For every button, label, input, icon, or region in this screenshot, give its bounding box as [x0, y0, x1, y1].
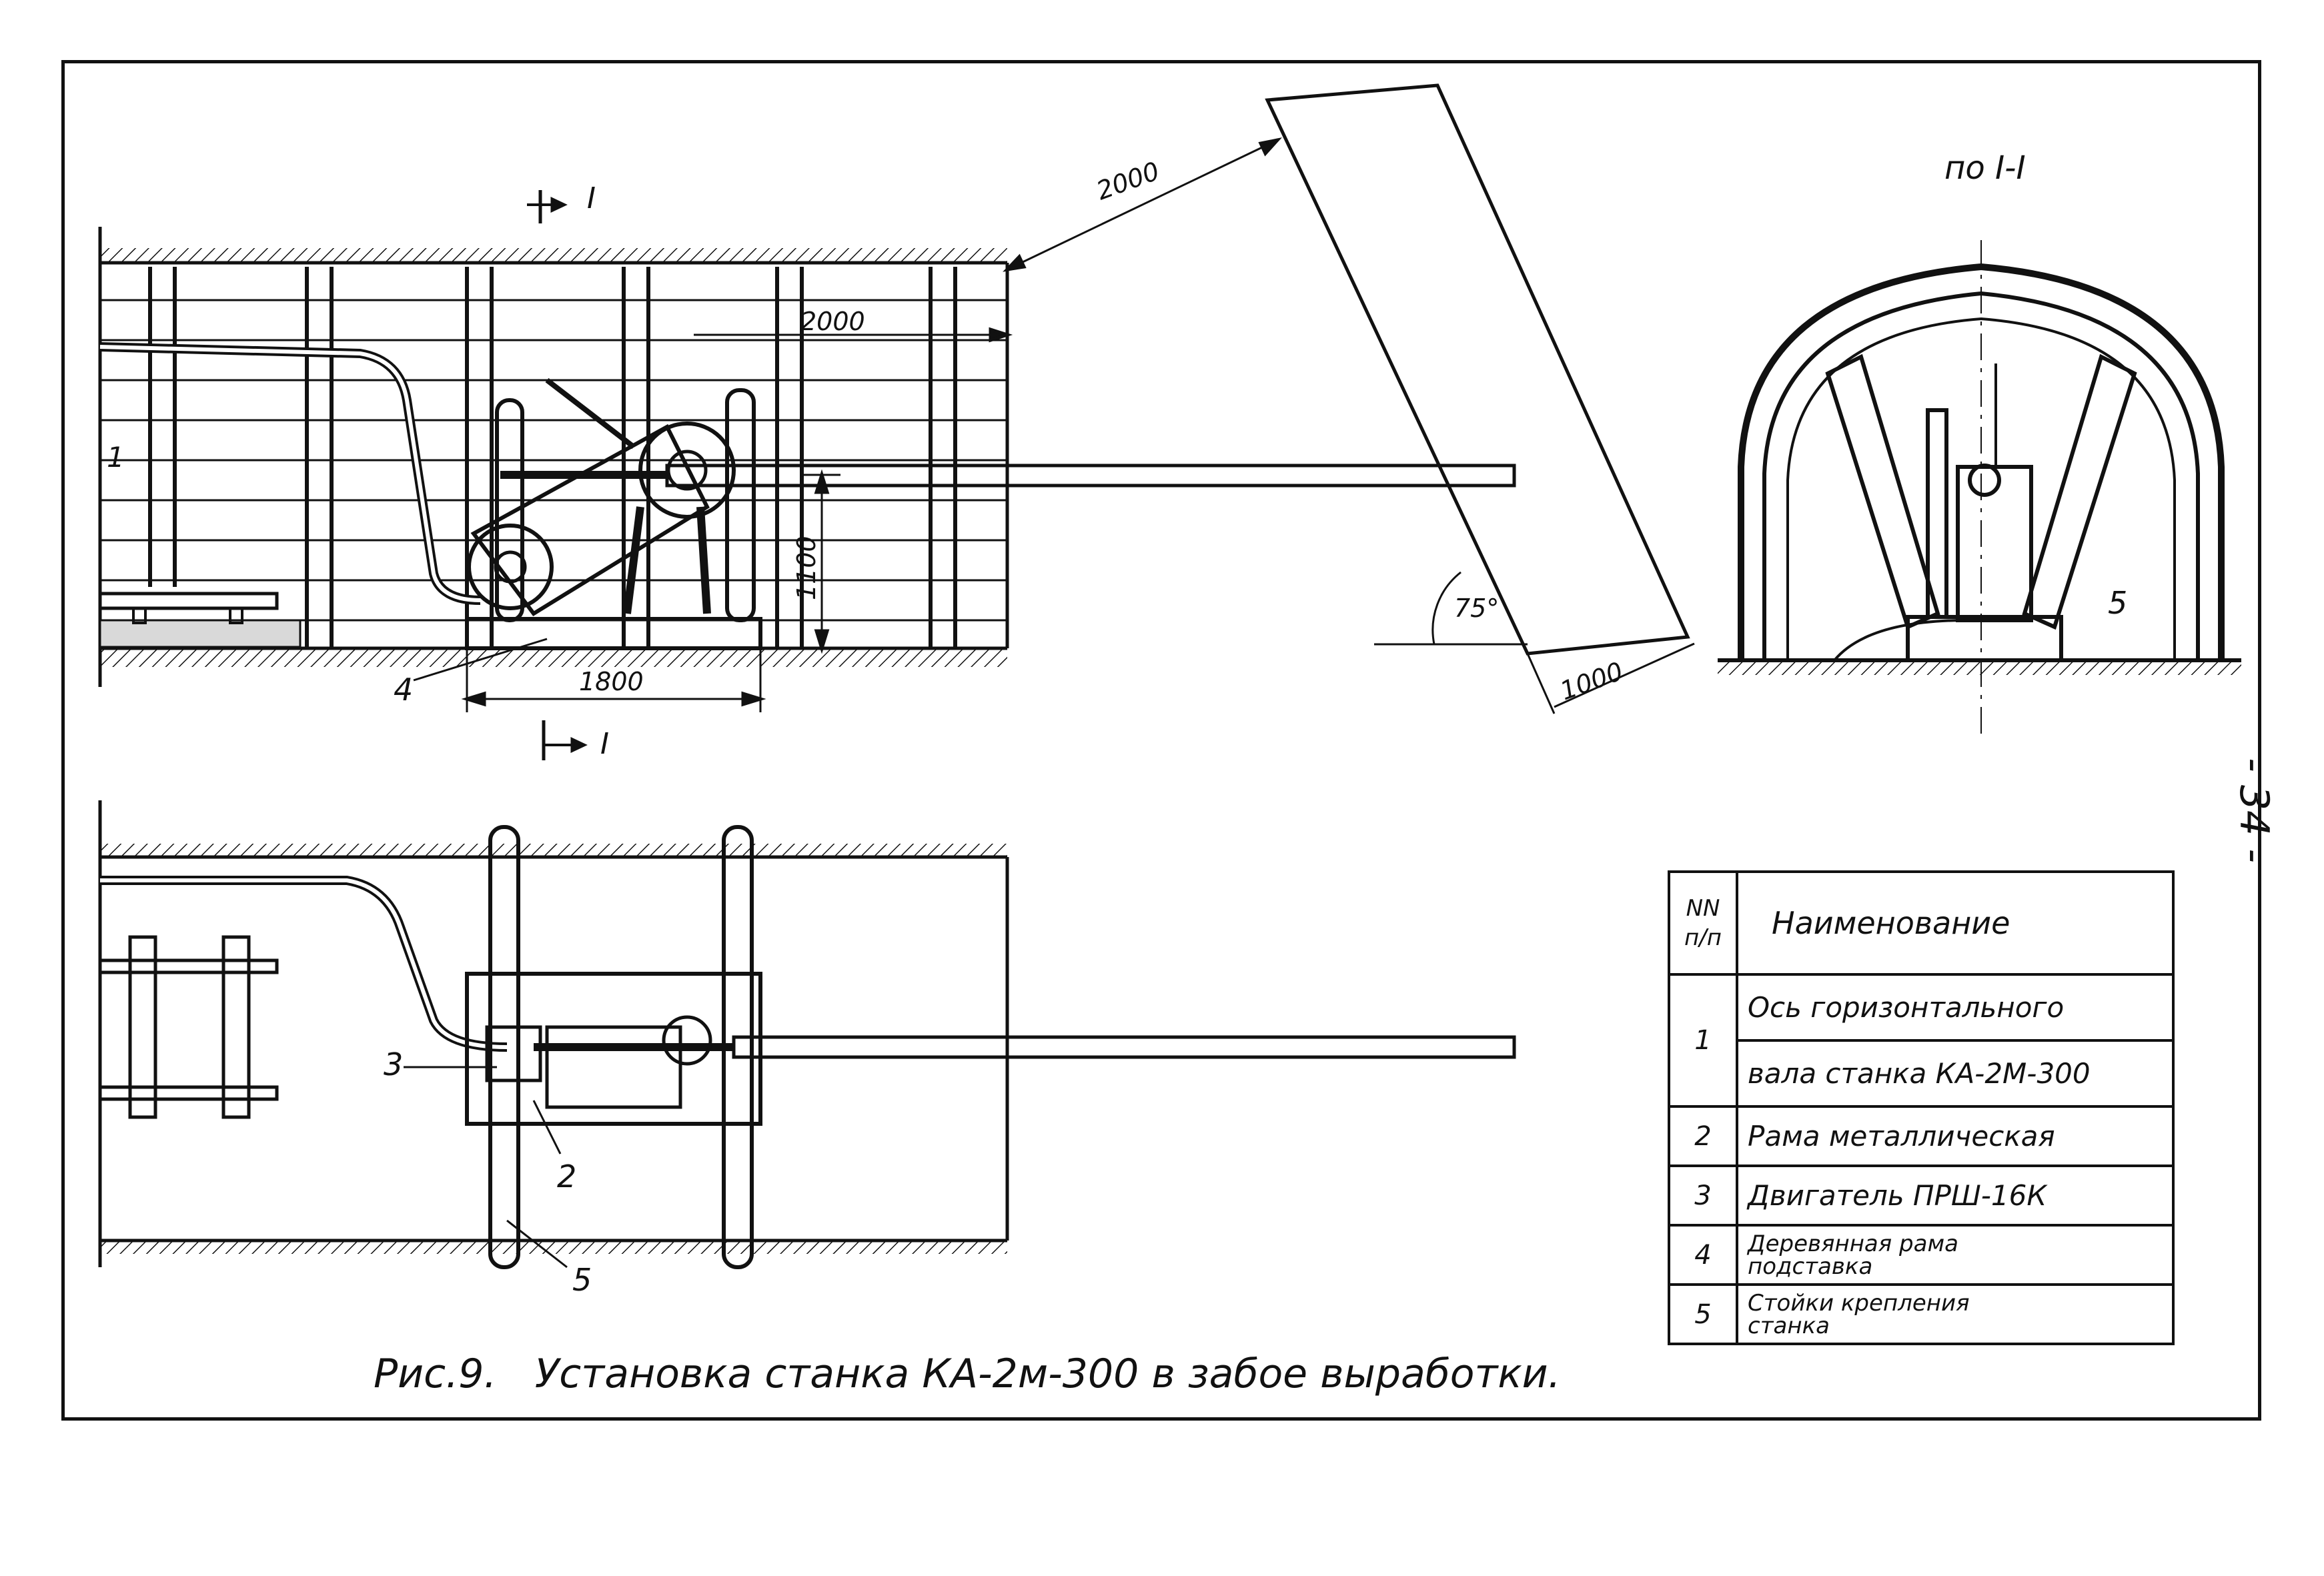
callout-5-plan: 5 [572, 1262, 592, 1298]
page-number: - 34 - [2230, 758, 2277, 863]
dimension-horizontal-label: 2000 [800, 307, 865, 336]
spec-header-num: NN п/п [1668, 870, 1738, 976]
spec-row-1a: 1 Ось горизонтального [1668, 973, 2175, 1108]
section-mark-bottom: I [600, 727, 609, 761]
dimension-face-width-label: 1000 [1556, 656, 1627, 706]
spec-row-5-name-line1: Стойки крепления [1748, 1289, 1970, 1317]
spec-row-4-num: 4 [1668, 1224, 1738, 1286]
elevation-view [98, 190, 1516, 760]
callout-2: 2 [557, 1158, 576, 1195]
spec-row-1b: вала станка КА-2М-300 [1669, 1039, 2175, 1108]
spec-row-1-num: 1 [1668, 973, 1738, 1108]
spec-row-2-num: 2 [1668, 1105, 1738, 1167]
callout-5-section: 5 [2108, 585, 2127, 621]
face-block [1003, 83, 1695, 714]
spec-row-1-name-line2: вала станка КА-2М-300 [1736, 1039, 2175, 1108]
spec-row-5: 5 Стойки крепления станка [1668, 1283, 2175, 1345]
plan-view [98, 800, 1516, 1269]
spec-row-3-name: Двигатель ПРШ-16К [1736, 1164, 2175, 1227]
specification-table: NN п/п Наименование 1 Ось горизонтальног… [1668, 870, 2175, 1345]
spec-row-3-num: 3 [1668, 1164, 1738, 1227]
figure-number: Рис.9. [374, 1351, 497, 1397]
section-label: по I-I [1944, 149, 2026, 187]
spec-row-3: 3 Двигатель ПРШ-16К [1668, 1164, 2175, 1227]
dimension-base-label: 1800 [579, 667, 644, 696]
callout-4: 4 [394, 672, 413, 708]
dimension-angle-label: 75° [1454, 594, 1499, 623]
spec-row-5-num: 5 [1668, 1283, 1738, 1345]
spec-row-4: 4 Деревянная рама подставка [1668, 1224, 2175, 1286]
spec-header-name: Наименование [1736, 870, 2175, 976]
spec-row-4-name-line2: подставка [1748, 1253, 1873, 1280]
dimension-diagonal-label: 2000 [1093, 156, 1163, 205]
spec-header-row: NN п/п Наименование [1668, 870, 2175, 976]
spec-row-5-name-line2: станка [1748, 1312, 1830, 1339]
figure-title: Установка станка КА-2м-300 в забое выраб… [534, 1351, 1561, 1397]
cross-section-view [1718, 240, 2241, 740]
spec-row-4-name: Деревянная рама подставка [1736, 1224, 2175, 1286]
spec-row-5-name: Стойки крепления станка [1736, 1283, 2175, 1345]
spec-row-2: 2 Рама металлическая [1668, 1105, 2175, 1167]
callout-3: 3 [384, 1046, 403, 1082]
spec-row-1-name-line1: Ось горизонтального [1736, 973, 2175, 1042]
callout-1: 1 [107, 441, 125, 474]
spec-row-4-name-line1: Деревянная рама [1748, 1230, 1958, 1257]
section-mark-top: I [587, 181, 596, 215]
dimension-height-label: 1100 [792, 536, 821, 600]
spec-row-2-name: Рама металлическая [1736, 1105, 2175, 1167]
figure-caption: Рис.9. Установка станка КА-2м-300 в забо… [374, 1351, 1561, 1397]
